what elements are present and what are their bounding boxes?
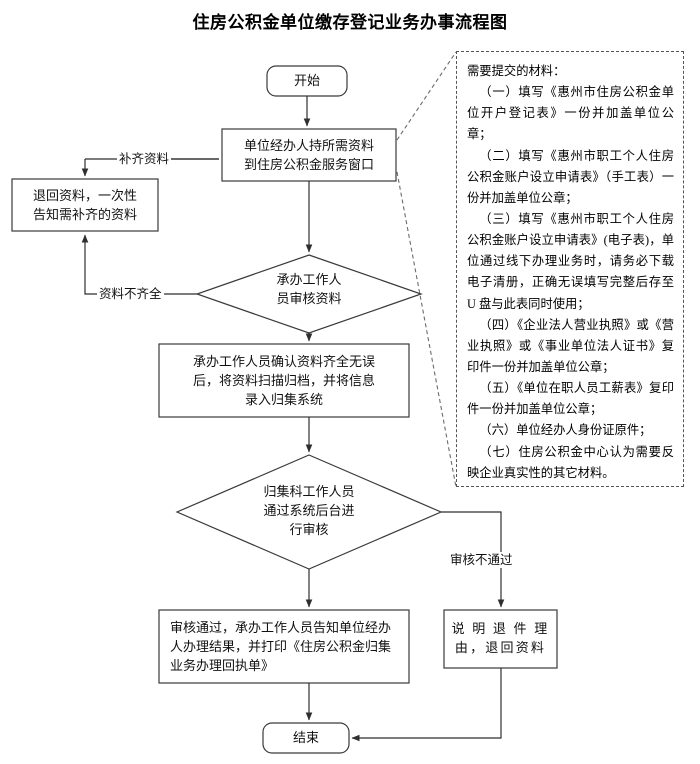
edge-rejected-to-end xyxy=(351,668,502,742)
edge-label-supplement: 补齐资料 xyxy=(117,151,172,168)
notes-heading: 需要提交的材料： xyxy=(467,64,566,78)
node-passed-shape xyxy=(158,609,410,684)
node-rejected-shape xyxy=(443,609,558,669)
note-item-6: （六）单位经办人身份证原件； xyxy=(479,423,652,438)
edge-review2-to-rejected xyxy=(441,511,505,608)
note-item-5: （五）《单位在职人员工薪表》复印件一份并加盖单位公章； xyxy=(467,381,674,417)
notes-leader-top xyxy=(396,51,457,141)
notes-leader-bottom xyxy=(396,171,457,488)
required-materials-panel: 需要提交的材料： （一）填写《惠州市住房公积金单位开户登记表》一份并加盖单位公章… xyxy=(456,51,684,487)
edge-label-incomplete: 资料不齐全 xyxy=(97,286,164,303)
note-item-4: （四）《企业法人营业执照》或《营业执照》或《事业单位法人证书》复印件一份并加盖单… xyxy=(467,317,674,374)
node-start-shape xyxy=(266,65,348,97)
page-title: 住房公积金单位缴存登记业务办事流程图 xyxy=(192,13,508,32)
edge-label-review-failed: 审核不通过 xyxy=(448,552,515,569)
note-item-1: （一）填写《惠州市住房公积金单位开户登记表》一份并加盖单位公章； xyxy=(467,85,674,142)
note-item-2: （二）填写《惠州市职工个人住房公积金账户设立申请表》（手工表）一份并加盖单位公章… xyxy=(467,148,674,205)
node-review1-shape xyxy=(195,254,423,334)
node-end-shape xyxy=(262,722,350,754)
node-return-doc-shape xyxy=(11,178,159,232)
node-submit-shape xyxy=(221,128,397,182)
node-review2-shape xyxy=(175,454,443,570)
note-item-3: （三）填写《惠州市职工个人住房公积金账户设立申请表》(电子表)，单位通过线下办理… xyxy=(467,211,674,311)
note-item-7: （七）住房公积金中心认为需要反映企业真实性的其它材料。 xyxy=(467,444,674,480)
node-archive-shape xyxy=(158,343,410,418)
